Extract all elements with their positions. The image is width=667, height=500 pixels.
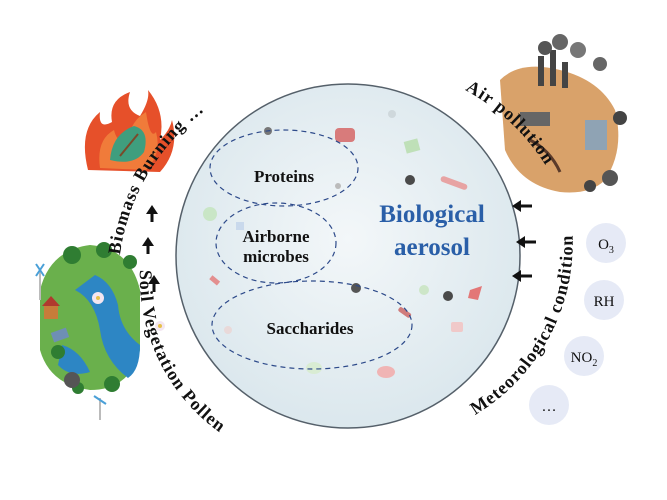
- title-line1: Biological: [379, 201, 485, 228]
- title-line2: aerosol: [394, 234, 470, 261]
- microbes-ellipse: [215, 202, 337, 284]
- proteins-ellipse: [209, 129, 359, 207]
- factor-bubbles: O3 RH NO2 …: [529, 223, 626, 425]
- right-arrows: [512, 200, 536, 282]
- factor-bubble-rh: [584, 280, 624, 320]
- factory-pollution-icon: [500, 34, 627, 193]
- component-ellipses: [209, 129, 413, 370]
- factor-bubble-no2: [564, 336, 604, 376]
- saccharides-ellipse: [211, 280, 413, 370]
- factor-more: …: [542, 399, 557, 415]
- fire-icon: [84, 90, 175, 172]
- factor-no2: NO2: [571, 350, 598, 369]
- label-airborne: Airborne: [242, 227, 310, 246]
- label-proteins: Proteins: [254, 167, 315, 186]
- factor-rh: RH: [594, 294, 615, 310]
- aerosol-circle: [175, 83, 521, 429]
- aerosol-particles: [203, 110, 482, 378]
- label-microbes: microbes: [243, 247, 309, 266]
- label-saccharides: Saccharides: [267, 319, 354, 338]
- landscape-icon: [35, 242, 165, 420]
- factor-bubble-o3: [586, 223, 626, 263]
- left-arrows: [142, 205, 160, 292]
- factor-bubble-more: [529, 385, 569, 425]
